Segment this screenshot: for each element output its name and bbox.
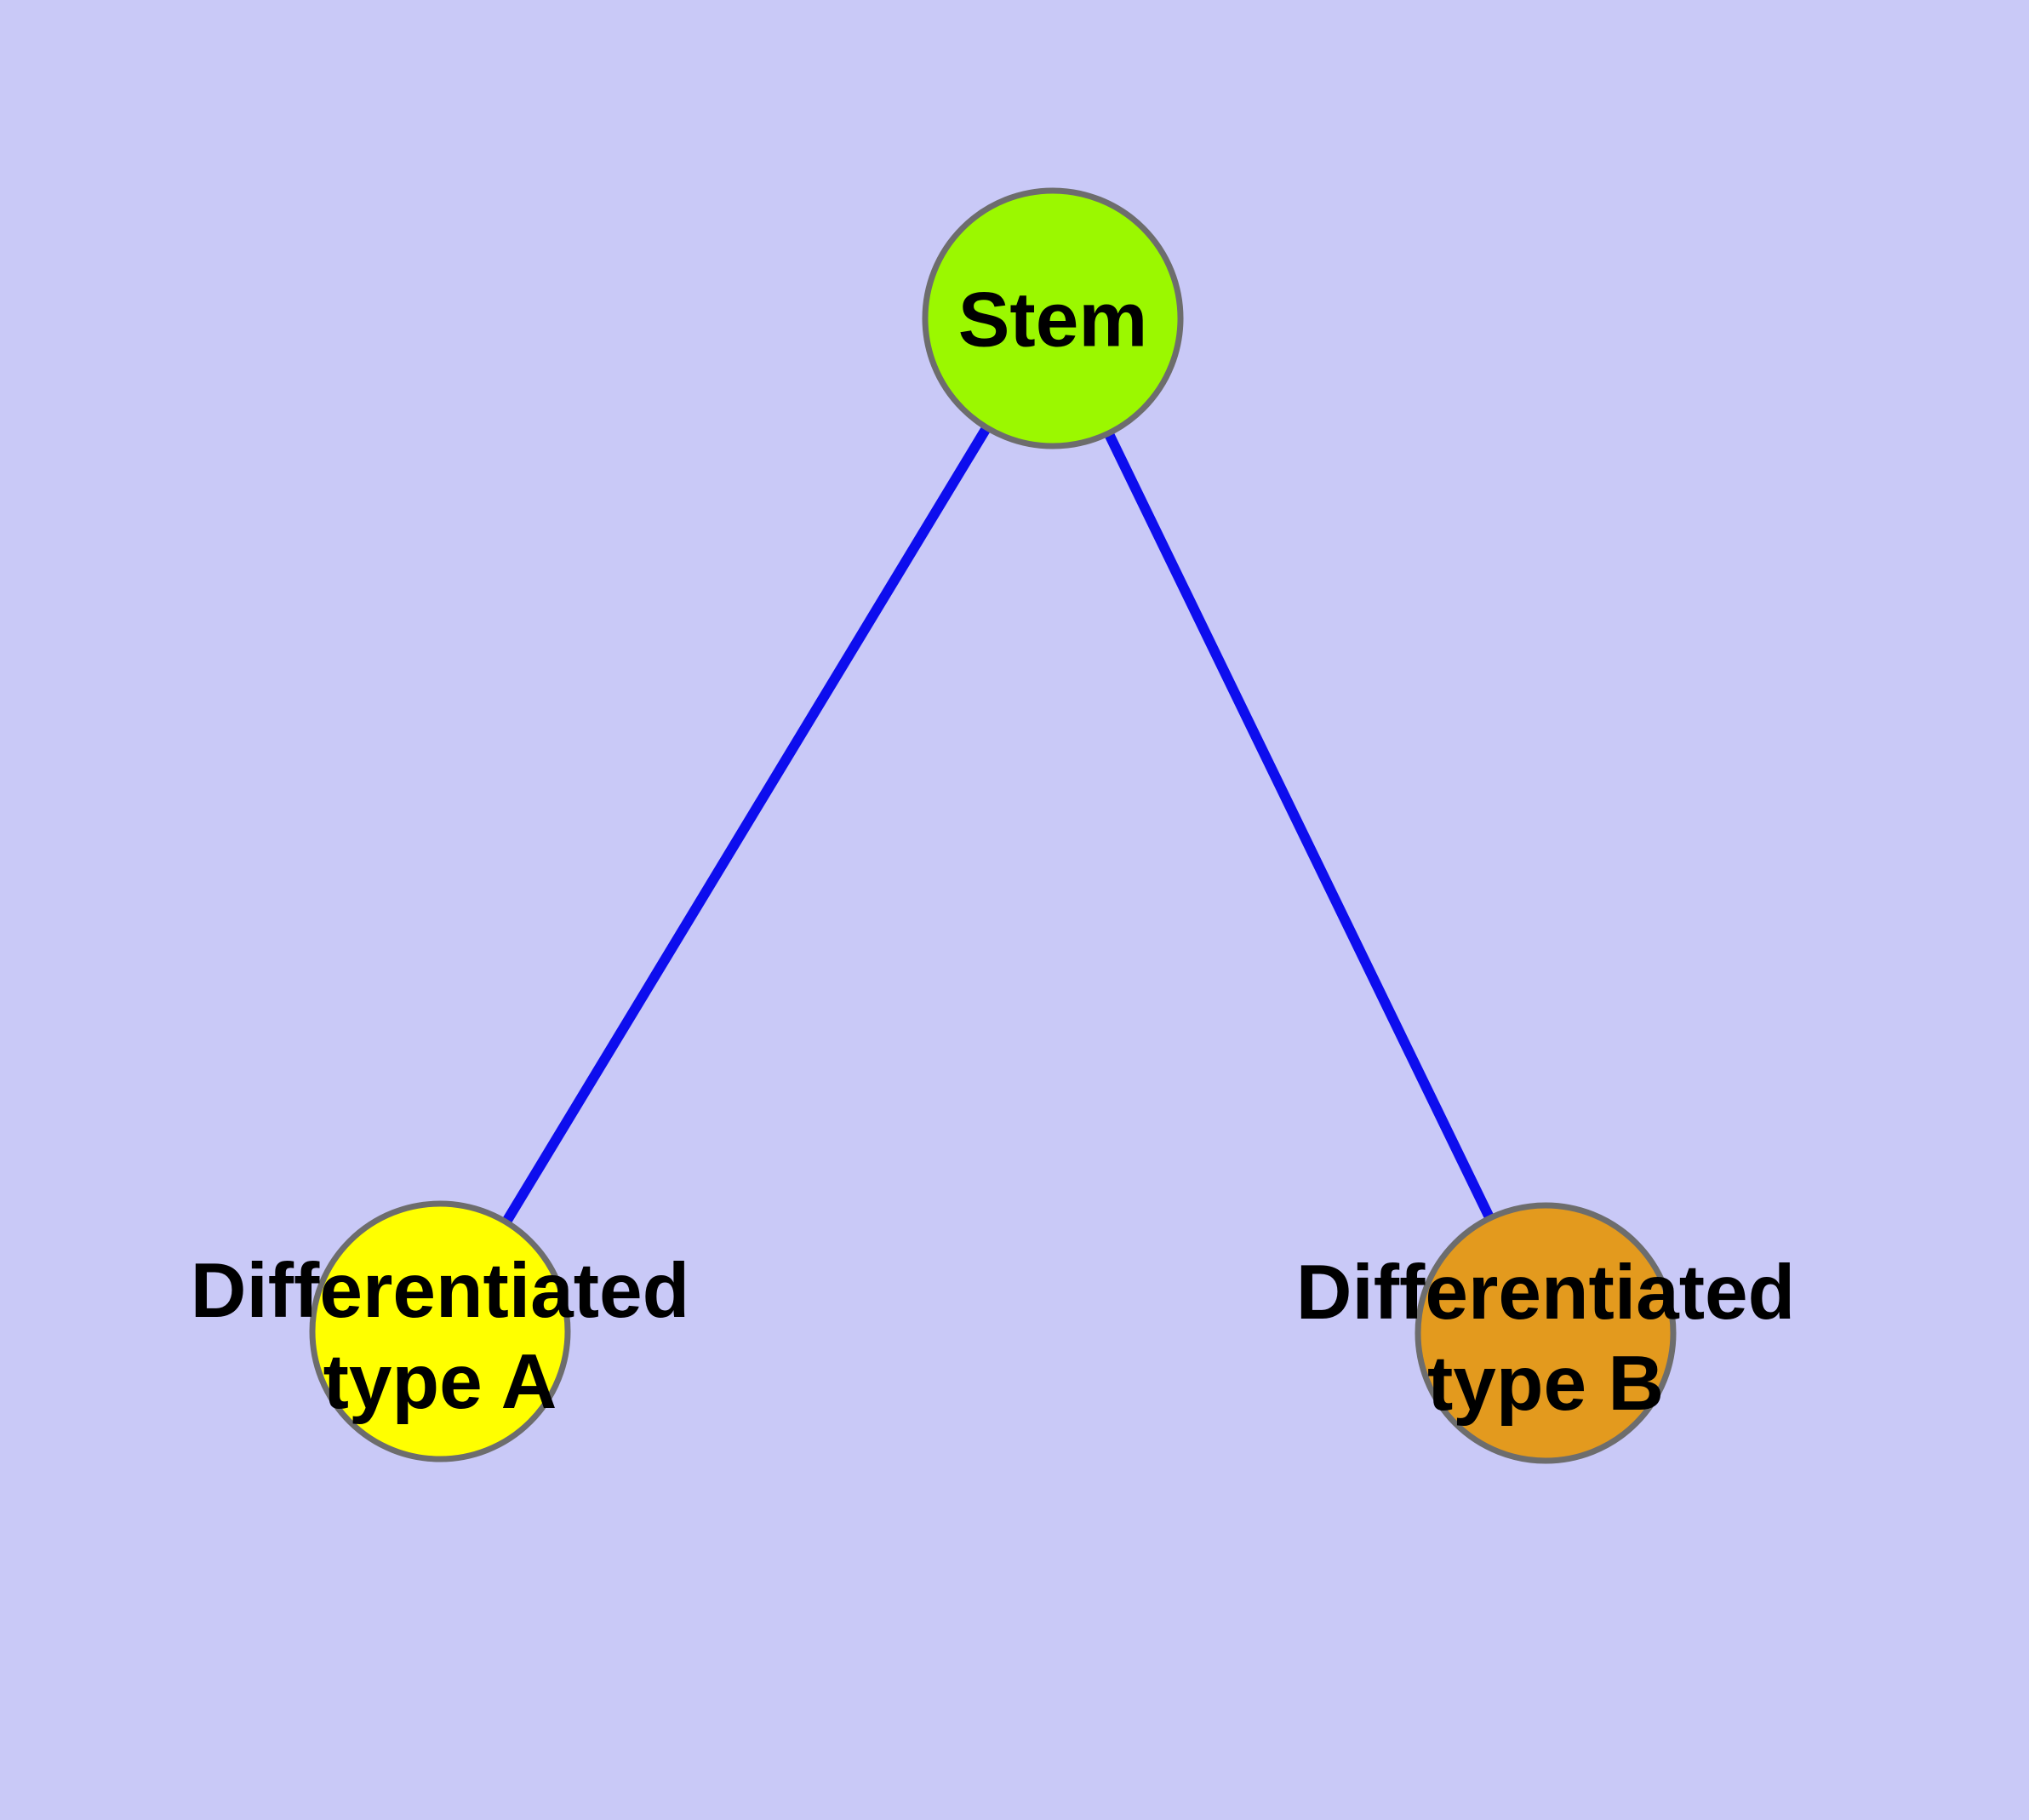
node-type-b-label-line-2: type B — [1426, 1341, 1665, 1427]
node-type-a-circle — [309, 1200, 571, 1462]
node-stem-circle — [922, 187, 1184, 449]
edge-stem-to-type-a — [435, 315, 1058, 1335]
node-type-a-label-line-1: Differentiated — [190, 1248, 690, 1334]
node-type-b-circle — [1415, 1202, 1677, 1464]
node-type-a-label-line-2: type A — [323, 1339, 557, 1425]
node-type-a-label: Differentiated type A — [191, 1245, 690, 1428]
node-type-b-label: Differentiated type B — [1296, 1247, 1796, 1429]
node-stem-label: Stem — [958, 275, 1148, 366]
node-type-b-label-line-1: Differentiated — [1295, 1250, 1796, 1336]
edge-stem-to-type-b — [1048, 316, 1551, 1336]
node-stem-label-line: Stem — [957, 277, 1148, 363]
